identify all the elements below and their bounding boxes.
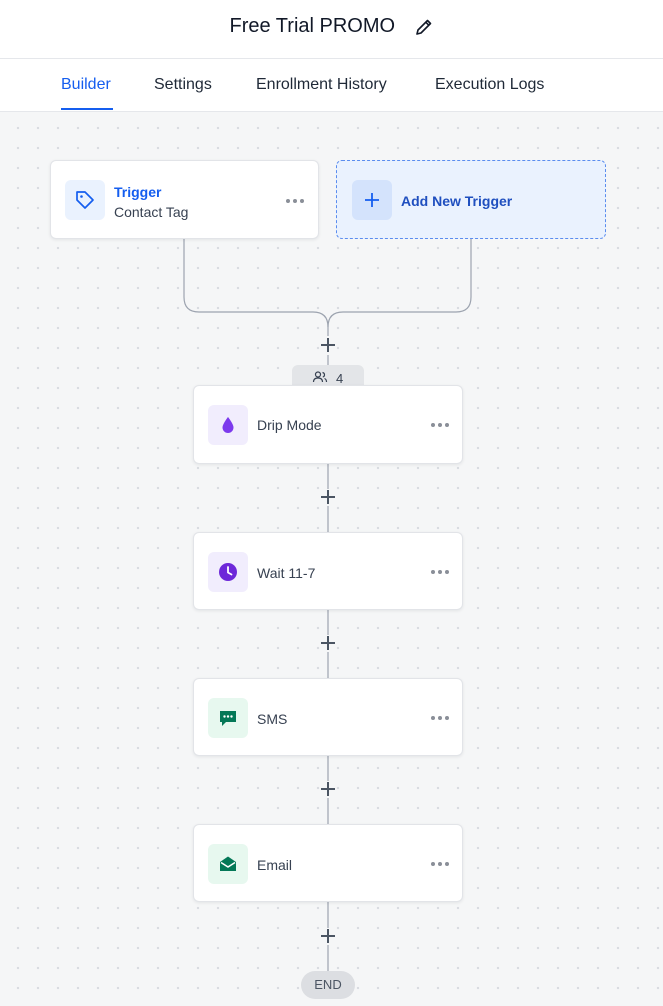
active-tab-indicator: [61, 108, 113, 110]
add-step-plus-icon[interactable]: [320, 337, 336, 353]
workflow-header: Free Trial PROMO: [0, 0, 663, 59]
step-card-wait[interactable]: Wait 11-7: [193, 532, 463, 610]
plus-icon: [352, 180, 392, 220]
trigger-more-icon[interactable]: [285, 197, 305, 205]
envelope-icon: [208, 844, 248, 884]
step-label: Drip Mode: [257, 417, 322, 433]
contact-count-badge: 4: [292, 365, 364, 387]
add-step-plus-icon[interactable]: [320, 928, 336, 944]
add-new-trigger-label: Add New Trigger: [401, 193, 513, 209]
step-label: Wait 11-7: [257, 565, 316, 581]
clock-icon: [208, 552, 248, 592]
tab-settings[interactable]: Settings: [154, 76, 212, 93]
workflow-title: Free Trial PROMO: [229, 15, 396, 37]
step-card-sms[interactable]: SMS: [193, 678, 463, 756]
step-more-icon[interactable]: [430, 860, 450, 868]
step-card-email[interactable]: Email: [193, 824, 463, 902]
drop-icon: [208, 405, 248, 445]
users-icon: [312, 371, 328, 383]
step-card-drip-mode[interactable]: Drip Mode: [193, 385, 463, 464]
tag-icon: [65, 180, 105, 220]
trigger-subtitle: Contact Tag: [114, 204, 189, 220]
add-step-plus-icon[interactable]: [320, 489, 336, 505]
add-step-plus-icon[interactable]: [320, 781, 336, 797]
add-new-trigger-button[interactable]: Add New Trigger: [336, 160, 606, 239]
trigger-card[interactable]: Trigger Contact Tag: [50, 160, 319, 239]
step-more-icon[interactable]: [430, 421, 450, 429]
step-label: Email: [257, 857, 293, 873]
step-label: SMS: [257, 711, 288, 727]
tab-execution-logs[interactable]: Execution Logs: [435, 76, 545, 93]
step-more-icon[interactable]: [430, 714, 450, 722]
tab-builder[interactable]: Builder: [61, 76, 111, 93]
trigger-title: Trigger: [114, 184, 162, 200]
end-node: END: [301, 971, 355, 999]
contact-count: 4: [336, 371, 344, 386]
tab-bar: Builder Settings Enrollment History Exec…: [0, 59, 663, 112]
tab-enrollment-history[interactable]: Enrollment History: [256, 76, 387, 93]
step-more-icon[interactable]: [430, 568, 450, 576]
pencil-edit-icon[interactable]: [414, 17, 434, 37]
chat-bubble-icon: [208, 698, 248, 738]
add-step-plus-icon[interactable]: [320, 635, 336, 651]
